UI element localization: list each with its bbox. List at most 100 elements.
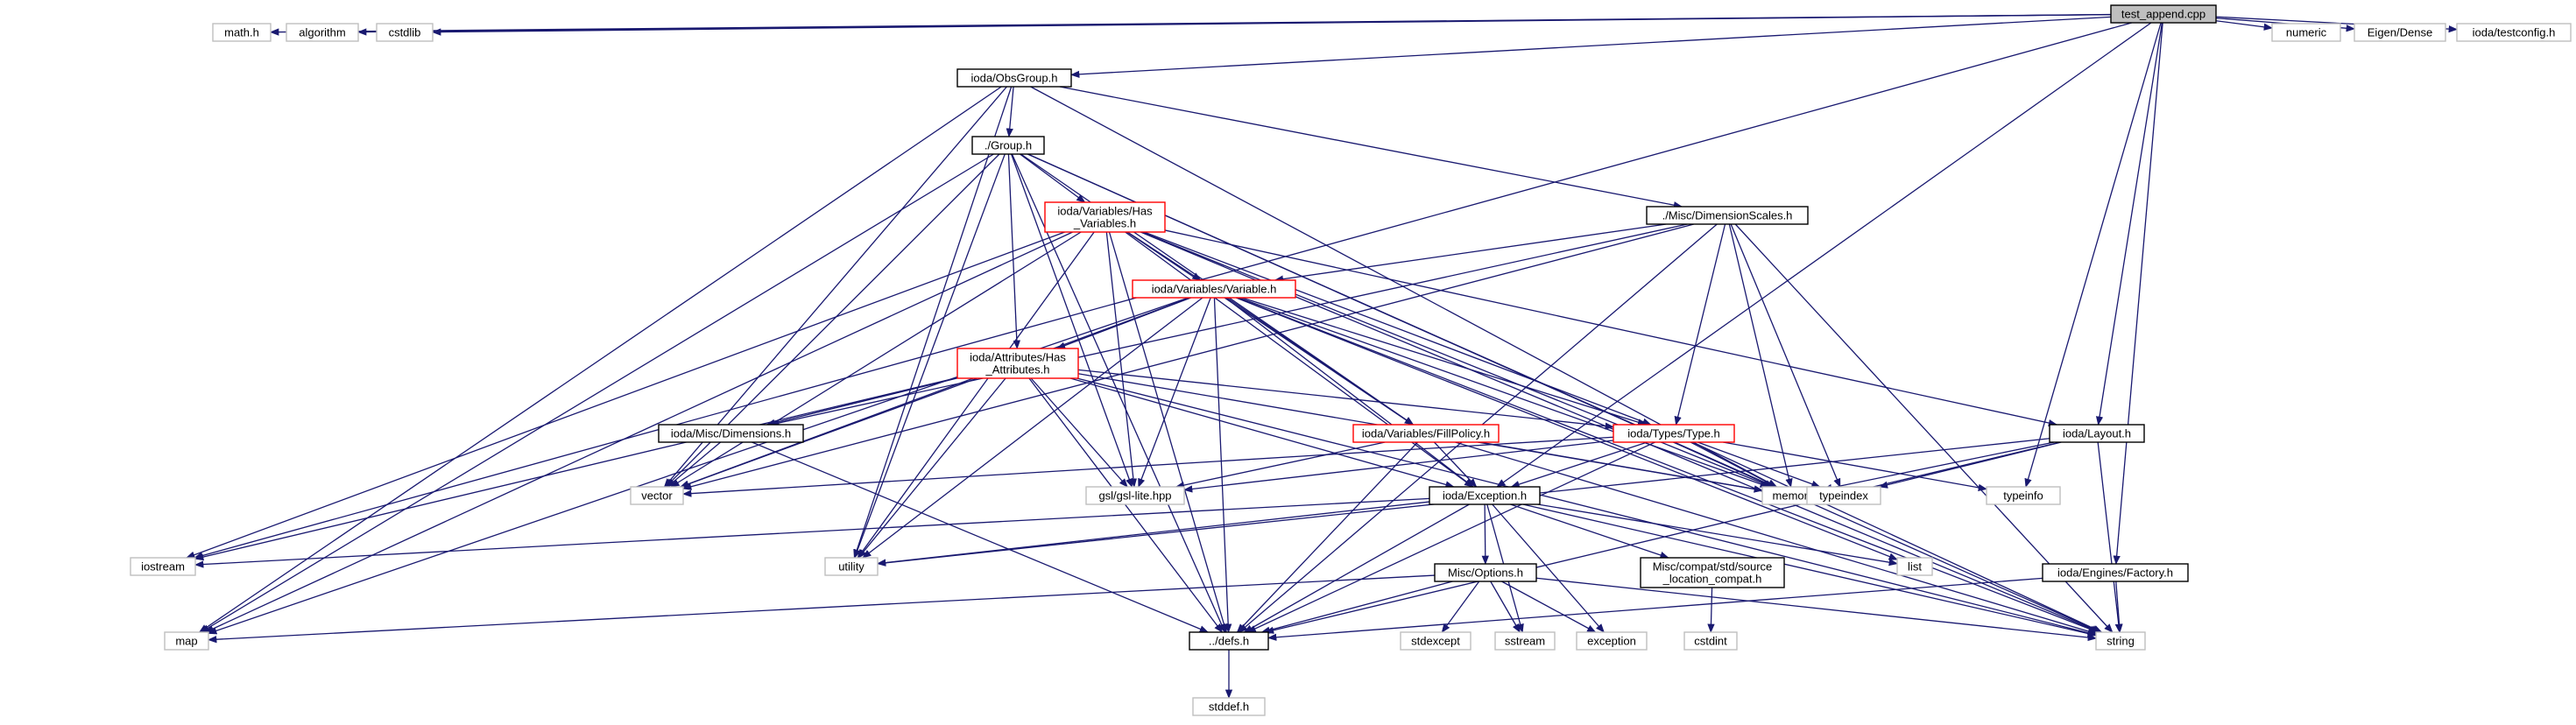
edge-hasattrs-to-iostream	[194, 377, 958, 561]
node-label: Misc/compat/std/source	[1653, 560, 1773, 574]
edge-root-to-typeinfo	[2024, 22, 2162, 488]
node-fillpolicy[interactable]: ioda/Variables/FillPolicy.h	[1352, 424, 1500, 443]
edge-hasvars-to-layout	[1164, 229, 2058, 427]
edge-options-to-string	[1535, 577, 2098, 642]
edge-hasattrs-to-type	[1077, 369, 1615, 430]
edge-exception_h-to-options	[1481, 503, 1489, 566]
node-options[interactable]: Misc/Options.h	[1434, 563, 1537, 582]
node-label: ./Group.h	[985, 139, 1032, 152]
edge-group-to-utility	[854, 153, 1006, 559]
edge-variable-to-gsl	[1138, 297, 1211, 488]
node-algorithm: algorithm	[286, 23, 359, 42]
edge-variable-to-exception_h	[1224, 297, 1474, 488]
node-defs[interactable]: ../defs.h	[1189, 631, 1269, 651]
edge-dimscales-to-memory	[1728, 223, 1793, 489]
edge-hasattrs-to-string	[1076, 377, 2098, 637]
edge-type-to-typeinfo	[1723, 441, 1988, 491]
node-label: list	[1908, 560, 1922, 574]
edge-group-to-defs	[1011, 153, 1226, 633]
node-label: _Variables.h	[1073, 217, 1136, 230]
edge-root-to-cstdlib	[431, 13, 2112, 36]
node-group[interactable]: ./Group.h	[971, 136, 1045, 155]
node-typeinfo: typeinfo	[1986, 486, 2061, 505]
node-root[interactable]: test_append.cpp	[2110, 4, 2217, 24]
node-string: string	[2095, 631, 2146, 651]
node-stddef: stddef.h	[1192, 697, 1266, 716]
edge-hasattrs-to-dimensions	[766, 377, 958, 426]
node-hasvars[interactable]: ioda/Variables/Has_Variables.h	[1044, 201, 1166, 233]
edge-variable-to-string	[1236, 297, 2100, 633]
node-sstream: sstream	[1494, 631, 1556, 651]
edge-type-to-string	[1692, 441, 2103, 633]
node-map: map	[164, 631, 209, 651]
node-eigen: Eigen/Dense	[2354, 23, 2446, 42]
node-type[interactable]: ioda/Types/Type.h	[1613, 424, 1735, 443]
node-label: sstream	[1505, 635, 1545, 648]
node-cstdint: cstdint	[1683, 631, 1738, 651]
edge-options-to-map	[207, 574, 1436, 644]
node-cstdlib: cstdlib	[376, 23, 434, 42]
node-obsgroup[interactable]: ioda/ObsGroup.h	[956, 68, 1072, 88]
edge-dimscales-to-typeindex	[1730, 223, 1841, 488]
node-layout[interactable]: ioda/Layout.h	[2049, 424, 2145, 443]
edge-hasattrs-to-utility	[857, 377, 1006, 559]
node-exception_h[interactable]: ioda/Exception.h	[1429, 486, 1541, 505]
edge-variable-to-memory	[1238, 297, 1769, 488]
edge-obsgroup-to-dimscales	[1059, 86, 1683, 209]
node-sourceloc[interactable]: Misc/compat/std/source_location_compat.h	[1640, 557, 1785, 588]
edge-exception_h-to-exception	[1492, 503, 1605, 633]
node-label: ioda/testconfig.h	[2473, 26, 2556, 39]
node-label: _location_compat.h	[1662, 573, 1762, 586]
node-label: string	[2107, 635, 2135, 648]
edge-root-to-factory	[2113, 22, 2163, 566]
edge-hasattrs-to-defs	[1028, 377, 1224, 633]
node-label: typeindex	[1819, 489, 1868, 503]
edge-exception_h-to-iostream	[194, 497, 1430, 568]
node-label: stddef.h	[1209, 700, 1249, 714]
node-label: ./Misc/DimensionScales.h	[1662, 209, 1793, 222]
edge-variable-to-list	[1235, 297, 1898, 560]
edge-fillpolicy-to-exception_h	[1433, 441, 1478, 488]
edge-factory-to-string	[2115, 581, 2123, 634]
node-label: vector	[641, 489, 673, 503]
edge-type-to-memory	[1690, 441, 1777, 488]
node-dimensions[interactable]: ioda/Misc/Dimensions.h	[658, 424, 804, 443]
edge-fillpolicy-to-gsl	[1175, 441, 1386, 489]
edge-hasvars-to-gsl	[1105, 231, 1138, 489]
node-label: ioda/Variables/FillPolicy.h	[1362, 427, 1490, 440]
node-factory[interactable]: ioda/Engines/Factory.h	[2042, 563, 2189, 582]
edge-dimensions-to-defs	[752, 441, 1209, 633]
edge-variable-to-type	[1241, 297, 1648, 426]
node-label: ioda/Engines/Factory.h	[2057, 567, 2173, 580]
node-label: ioda/Layout.h	[2063, 427, 2131, 440]
edge-root-to-layout	[2095, 22, 2163, 426]
node-label: map	[175, 635, 197, 648]
node-label: Eigen/Dense	[2368, 26, 2432, 39]
node-label: test_append.cpp	[2121, 8, 2205, 21]
edge-layout-to-memory	[1822, 441, 2055, 492]
edge-layout-to-defs	[1264, 441, 2061, 634]
node-hasattrs[interactable]: ioda/Attributes/Has_Attributes.h	[956, 348, 1079, 379]
edge-hasvars-to-utility	[857, 231, 1095, 559]
node-vector: vector	[630, 486, 684, 505]
edge-hasvars-to-vector	[670, 231, 1082, 488]
node-dimscales[interactable]: ./Misc/DimensionScales.h	[1646, 206, 1809, 225]
node-label: cstdint	[1694, 635, 1727, 648]
node-label: _Attributes.h	[985, 363, 1050, 377]
edge-dimensions-to-vector	[667, 441, 722, 488]
edge-hasattrs-to-vector	[680, 377, 977, 488]
node-label: ioda/Variables/Variable.h	[1152, 283, 1277, 296]
edge-hasvars-to-iostream	[185, 231, 1065, 559]
node-label: ioda/Exception.h	[1443, 489, 1527, 503]
edge-fillpolicy-to-defs	[1236, 441, 1418, 633]
edge-hasvars-to-map	[204, 231, 1073, 633]
edge-obsgroup-to-utility	[853, 86, 1013, 559]
edge-group-to-string	[1027, 153, 2102, 633]
node-utility: utility	[824, 557, 879, 576]
node-variable[interactable]: ioda/Variables/Variable.h	[1132, 279, 1296, 299]
node-label: ioda/Attributes/Has	[970, 351, 1066, 364]
edge-variable-to-fillpolicy	[1226, 297, 1415, 426]
edge-group-to-gsl	[1011, 153, 1133, 488]
edge-options-to-exception	[1501, 581, 1597, 633]
edge-hasattrs-to-gsl	[1030, 377, 1128, 488]
